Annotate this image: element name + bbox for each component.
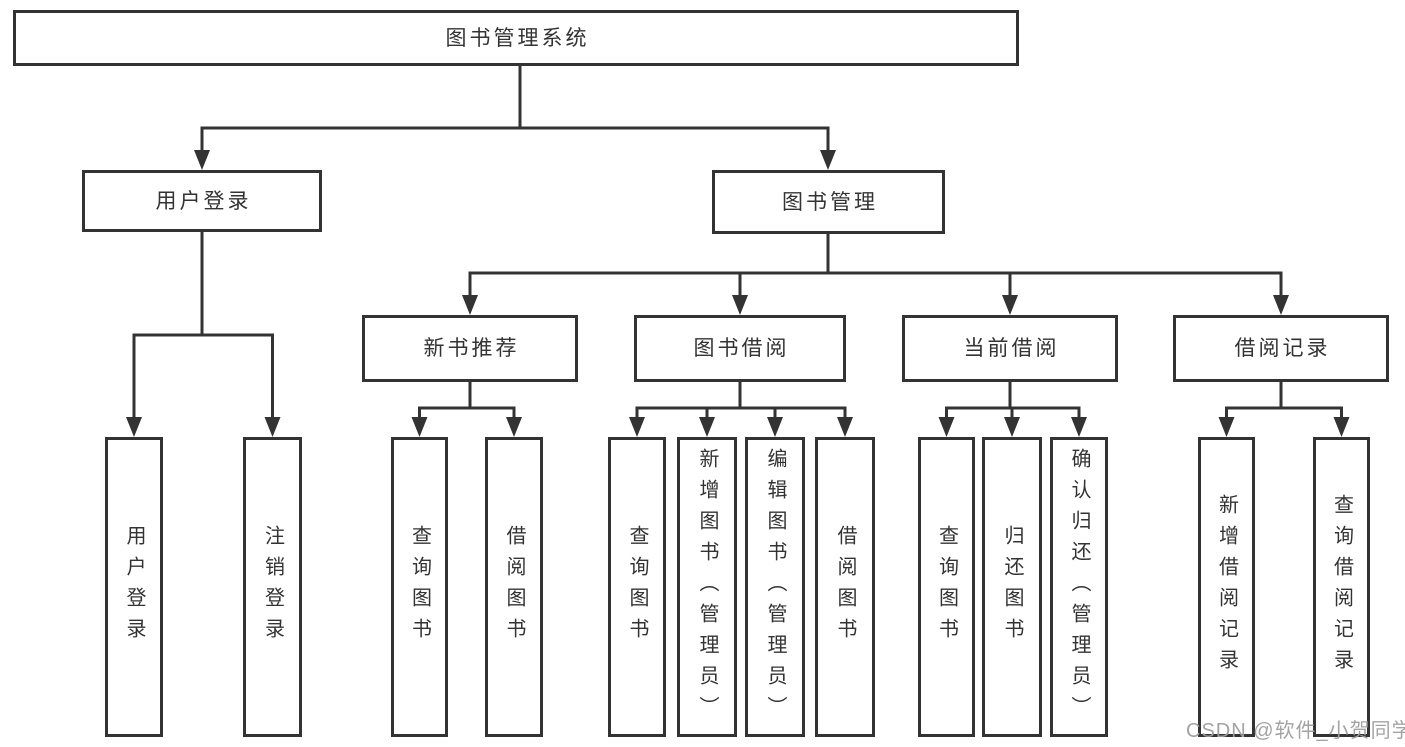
node-current-borrowing: 当前借阅 — [902, 315, 1118, 382]
leaf-borrow-books: 借阅图书 — [815, 437, 875, 737]
node-label: 借阅记录 — [1234, 337, 1331, 360]
node-label: 编辑图书（管理员） — [764, 447, 786, 727]
node-label: 注销登录 — [261, 525, 284, 649]
leaf-logout: 注销登录 — [243, 437, 302, 737]
leaf-add-books-admin: 新增图书（管理员） — [677, 437, 737, 737]
node-borrowing-records: 借阅记录 — [1173, 315, 1389, 382]
node-book-management: 图书管理 — [712, 170, 945, 234]
leaf-user-login: 用户登录 — [105, 437, 163, 737]
node-library-management-system: 图书管理系统 — [13, 10, 1019, 66]
node-label: 图书管理系统 — [445, 26, 590, 50]
node-label: 当前借阅 — [963, 337, 1060, 360]
node-label: 图书管理 — [782, 190, 878, 214]
leaf-query-books-borrow: 查询图书 — [608, 437, 666, 737]
leaf-return-books: 归还图书 — [982, 437, 1042, 737]
node-label: 归还图书 — [1001, 525, 1023, 649]
node-user-login: 用户登录 — [82, 170, 322, 232]
node-new-book-recommendation: 新书推荐 — [362, 315, 578, 382]
node-label: 查询图书 — [626, 525, 648, 649]
leaf-add-borrow-record: 新增借阅记录 — [1198, 437, 1255, 737]
node-label: 新增图书（管理员） — [696, 447, 718, 727]
node-label: 用户登录 — [155, 189, 252, 213]
leaf-query-borrow-record: 查询借阅记录 — [1313, 437, 1370, 737]
node-label: 查询借阅记录 — [1330, 494, 1353, 680]
node-label: 确认归还（管理员） — [1068, 447, 1090, 727]
node-label: 新增借阅记录 — [1215, 494, 1238, 680]
node-label: 新书推荐 — [423, 337, 520, 360]
node-book-borrowing: 图书借阅 — [634, 315, 846, 382]
leaf-query-books-current: 查询图书 — [918, 437, 975, 737]
node-label: 查询图书 — [408, 525, 431, 649]
leaf-edit-books-admin: 编辑图书（管理员） — [745, 437, 805, 737]
csdn-watermark: CSDN @软件_小贺同学 — [1186, 720, 1405, 742]
leaf-confirm-return-admin: 确认归还（管理员） — [1050, 437, 1108, 737]
node-label: 借阅图书 — [503, 525, 525, 649]
leaf-borrow-books-recommend: 借阅图书 — [485, 437, 543, 737]
leaf-query-books-recommend: 查询图书 — [391, 437, 448, 737]
node-label: 查询图书 — [935, 525, 958, 649]
node-label: 用户登录 — [123, 525, 145, 649]
node-label: 图书借阅 — [693, 337, 790, 360]
node-label: 借阅图书 — [834, 525, 856, 649]
